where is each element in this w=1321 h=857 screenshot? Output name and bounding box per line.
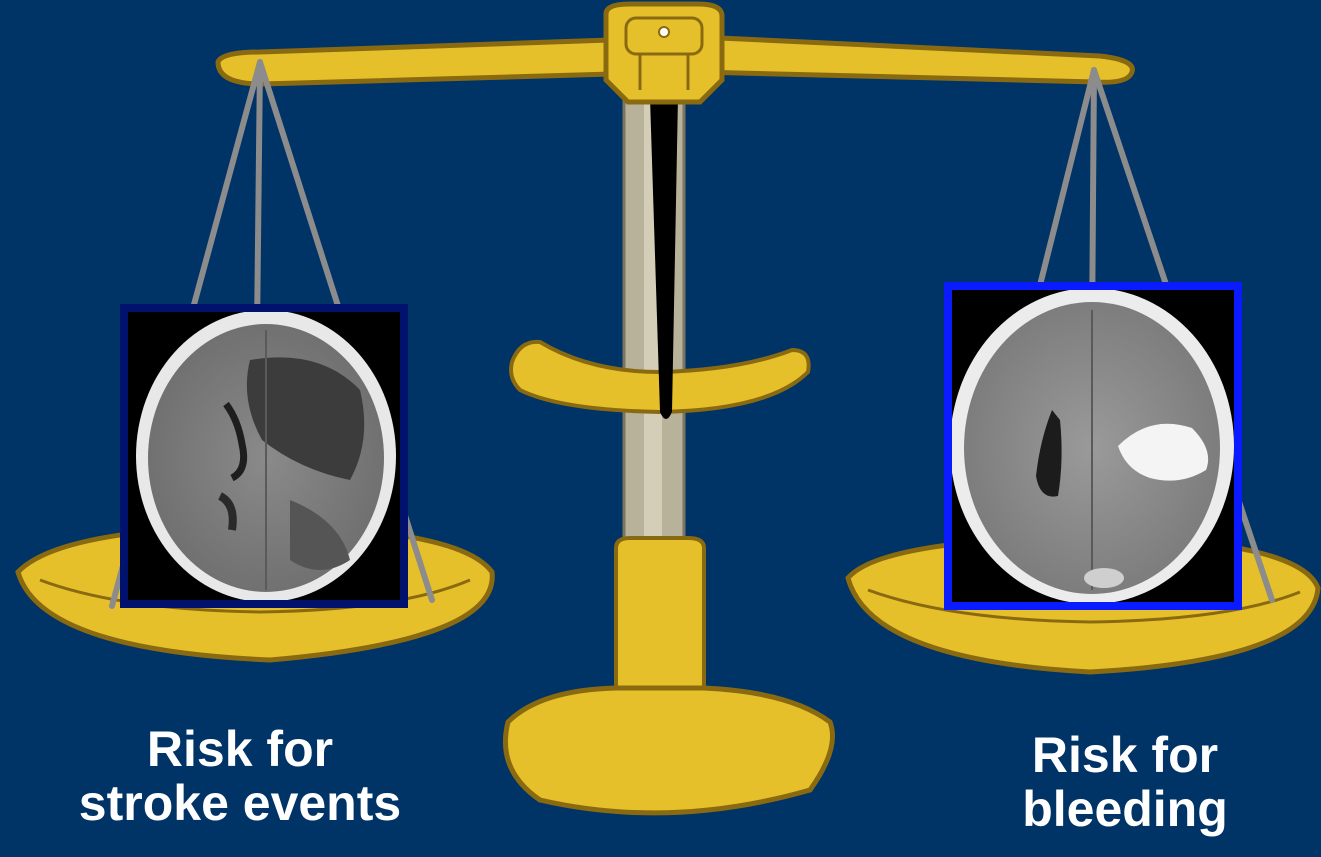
stroke-risk-caption-line1: Risk for	[20, 722, 460, 776]
scale-base	[505, 538, 832, 813]
stroke-risk-caption: Risk for stroke events	[20, 722, 460, 830]
bleeding-risk-caption: Risk for bleeding	[960, 728, 1290, 836]
bleeding-risk-caption-line2: bleeding	[960, 782, 1290, 836]
brain-ct-scan-ischemic-stroke-image	[120, 304, 408, 608]
stroke-risk-caption-line2: stroke events	[20, 776, 460, 830]
bleeding-risk-caption-line1: Risk for	[960, 728, 1290, 782]
brain-ct-scan-hemorrhage-image	[944, 282, 1242, 610]
scale-beam	[218, 4, 1132, 102]
